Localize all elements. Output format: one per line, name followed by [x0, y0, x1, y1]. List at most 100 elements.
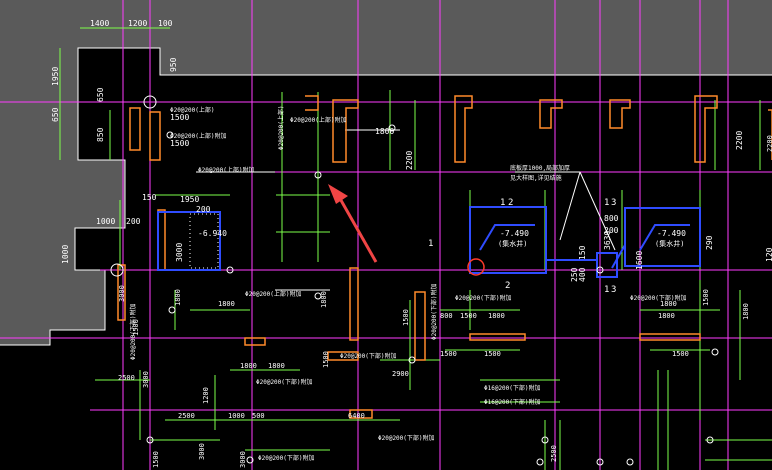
dim-a9: 1000	[228, 412, 245, 420]
dim-a29: 1500	[132, 319, 140, 336]
top-dimensions: 1400 1200 100	[90, 19, 173, 28]
pit-labels: -6.940 3000 -7.490 (集水井) -7.490 (集水井) 80…	[175, 214, 772, 282]
marker-circles	[467, 258, 485, 276]
dim-950: 950	[169, 57, 178, 72]
dim-a5: 3000	[142, 371, 150, 388]
mark-1c: 1	[604, 285, 609, 295]
dim-a23: 1800	[660, 300, 677, 308]
dim-150: 150	[142, 193, 157, 202]
note-line-2: 见大样图,详见结施	[510, 174, 562, 182]
left-dimensions: 1950 950 650 850 650 1000 200 1000	[51, 57, 178, 264]
dim-a17: 1500	[322, 351, 330, 368]
dim-1800: 1800	[375, 127, 394, 136]
rebar-labels: Φ20@200(上部) Φ20@200(上部) Φ20@200(上部)附加 Φ2…	[129, 105, 687, 462]
rebar-label: Φ16@200(下部)附加	[484, 384, 541, 392]
rebar-label: Φ20@200(下部)附加	[455, 294, 512, 302]
dim-a10: 500	[252, 412, 265, 420]
dim-1400: 1400	[90, 19, 109, 28]
mark-2a: 2	[508, 198, 513, 208]
dim-650: 650	[96, 87, 105, 102]
dim-200c: 200	[604, 226, 619, 235]
dim-a21: 1500	[672, 350, 689, 358]
rebar-label: Φ20@200(上部)	[170, 106, 215, 114]
mark-1b: 1	[604, 198, 609, 208]
left-pit-level: -6.940	[198, 229, 227, 238]
dim-120: 120	[765, 247, 772, 262]
dim-650b: 650	[51, 107, 60, 122]
dim-a11: 6400	[348, 412, 365, 420]
dim-2200r: 2200	[735, 131, 744, 150]
mark-3a: 3	[611, 198, 616, 208]
dim-200: 200	[126, 217, 141, 226]
annotation-arrow	[328, 184, 378, 263]
rebar-label: Φ20@200(下部)附加	[258, 454, 315, 462]
rebar-label: Φ20@200(上部)	[277, 105, 285, 150]
dim-250: 250	[570, 267, 579, 282]
rebar-label: Φ20@200(下部)附加	[378, 434, 435, 442]
rebar-label: Φ20@200(上部)附加	[198, 166, 255, 174]
dim-850: 850	[96, 127, 105, 142]
dim-290: 290	[705, 235, 714, 250]
rebar-label: Φ20@200(下部)附加	[430, 283, 438, 340]
dim-a32: 2500	[550, 445, 558, 462]
rebar-label: Φ20@200(上部)附加	[245, 290, 302, 298]
rebar-label: Φ16@200(下部)附加	[484, 398, 541, 406]
dim-1000: 1000	[96, 217, 115, 226]
mark-1a: 1	[500, 198, 505, 208]
dim-150c: 150	[578, 245, 587, 260]
center-pit-level: -7.490	[500, 229, 529, 238]
dim-a14: 1500	[484, 350, 501, 358]
dim-1500b: 1500	[170, 139, 189, 148]
dim-1200: 1200	[128, 19, 147, 28]
right-pit-level: -7.490	[657, 229, 686, 238]
dim-1950b: 1950	[180, 195, 199, 204]
pile-circles	[110, 95, 719, 364]
dim-a1: 1500	[460, 312, 477, 320]
mid-dimensions: 1500 1500 1800 2200 2200 150 1950 200	[142, 113, 744, 214]
dim-1950: 1950	[51, 67, 60, 86]
dim-a30: 2200	[766, 135, 772, 152]
dim-3630: 3630	[603, 231, 612, 250]
mark-3b: 3	[611, 285, 616, 295]
dim-a31: 3000	[239, 451, 247, 468]
dim-a6: 1800	[240, 362, 257, 370]
mark-2b: 2	[505, 281, 510, 291]
dim-200b: 200	[196, 205, 211, 214]
dim-1500a: 1500	[170, 113, 189, 122]
outside-gray-region	[0, 0, 772, 345]
rebar-label: Φ20@200(上部)附加	[170, 132, 227, 140]
building-outline	[0, 47, 772, 346]
rebar-label: Φ20@200(上部)附加	[290, 116, 347, 124]
section-marks: 1 2 1 3 1 3 1 2	[428, 198, 616, 295]
column-sections	[117, 95, 772, 419]
mark-1d: 1	[428, 239, 433, 249]
left-pit-dim: 3000	[175, 243, 184, 262]
lower-dimensions: 1500 1800 1800 2500 3000 1800 1200 2500 …	[118, 135, 772, 468]
dim-a3: 1800	[218, 300, 235, 308]
dim-a27: 1500	[152, 451, 160, 468]
dim-a25: 3000	[198, 443, 206, 460]
small-markers	[146, 436, 714, 466]
rebar-label: Φ20@200(下部)附加	[340, 352, 397, 360]
dim-a13: 1500	[440, 350, 457, 358]
dim-a15: 1800	[268, 362, 285, 370]
dim-1600: 1600	[635, 251, 644, 270]
dim-a7: 1200	[202, 387, 210, 404]
dim-1000b: 1000	[61, 245, 70, 264]
sump-pits	[157, 206, 701, 278]
dim-a4: 2500	[118, 374, 135, 382]
dim-a2: 1800	[488, 312, 505, 320]
dim-100: 100	[158, 19, 173, 28]
rebar-label: Φ20@200(下部)附加	[129, 303, 137, 360]
dim-a16: 1500	[402, 309, 410, 326]
center-pit-note: (集水井)	[498, 239, 527, 248]
rebar-label: Φ20@200(下部)附加	[256, 378, 313, 386]
dim-a24: 1500	[702, 289, 710, 306]
dim-a22: 1800	[742, 303, 750, 320]
note-line-1: 底板厚1000,局部加厚	[510, 164, 570, 172]
dim-a12: 2900	[392, 370, 409, 378]
left-pit-hatch	[189, 213, 219, 269]
dim-400: 400	[578, 267, 587, 282]
